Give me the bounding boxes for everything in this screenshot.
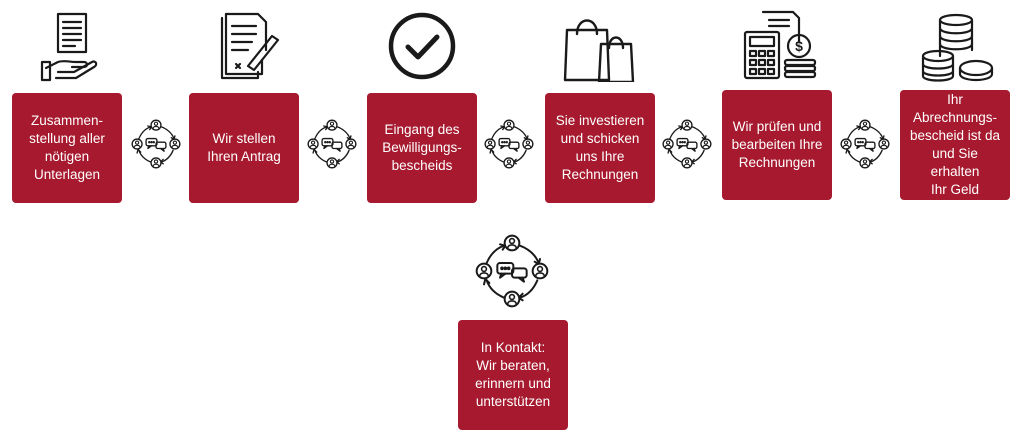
communication-cycle-icon (129, 117, 183, 171)
step-1-box: Zusammen- stellung aller nötigen Unterla… (12, 93, 122, 203)
step-5-box: Wir prüfen und bearbeiten Ihre Rechnunge… (722, 90, 832, 200)
communication-cycle-icon (838, 117, 892, 171)
shopping-bags-icon (555, 10, 645, 84)
communication-cycle-icon (305, 117, 359, 171)
step-6-box: Ihr Abrechnungs- bescheid ist da und Sie… (900, 90, 1010, 200)
step-4-box: Sie investieren und schicken uns Ihre Re… (545, 93, 655, 203)
calculator-invoice-icon: $ (733, 8, 823, 80)
svg-text:$: $ (795, 38, 803, 54)
document-hand-icon (22, 10, 112, 82)
communication-cycle-icon (472, 231, 552, 311)
communication-cycle-icon (660, 117, 714, 171)
checkmark-circle-icon (377, 10, 467, 82)
step-2-box: Wir stellen Ihren Antrag (189, 93, 299, 203)
coins-stack-icon (910, 10, 1000, 82)
contract-signing-icon (200, 10, 290, 82)
contact-box: In Kontakt: Wir beraten, erinnern und un… (458, 320, 568, 430)
communication-cycle-icon (482, 117, 536, 171)
step-3-box: Eingang des Bewilligungs- bescheids (367, 93, 477, 203)
